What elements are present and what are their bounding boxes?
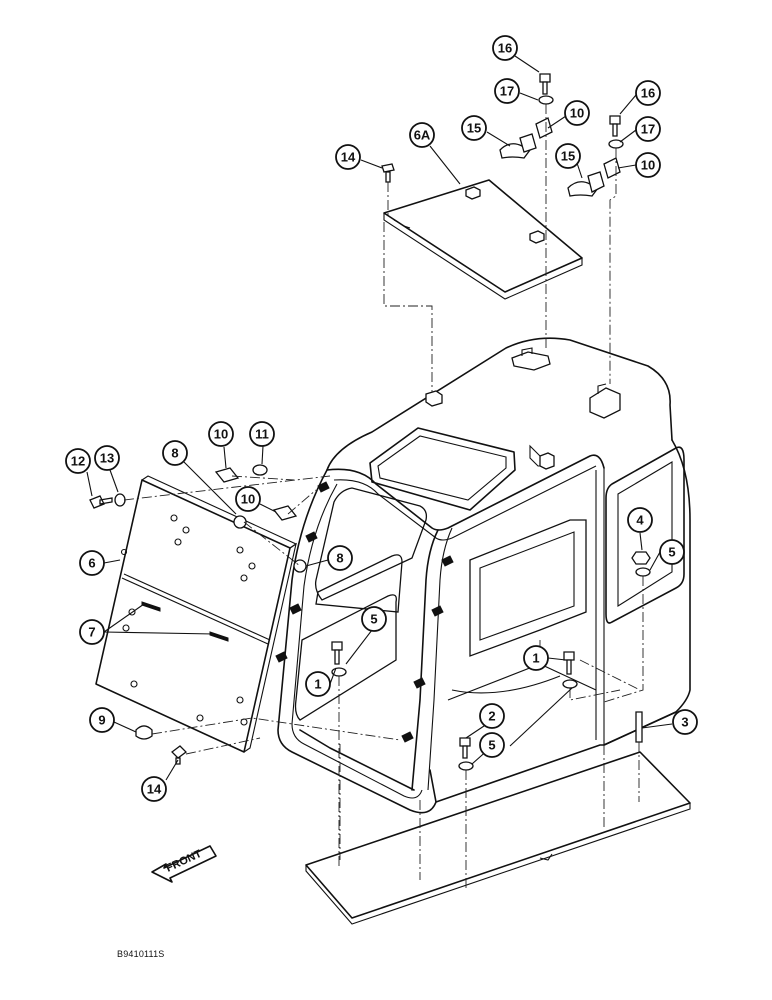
- callout-10-upper: 10: [564, 100, 590, 126]
- grommet-8-upper: [233, 515, 247, 529]
- bolt-1-right: [563, 651, 575, 675]
- bolt-14-lower: [171, 745, 187, 765]
- washer-5-right: [635, 567, 651, 577]
- washer-5-lower: [458, 761, 474, 771]
- callout-8-lower: 8: [327, 545, 353, 571]
- svg-text:6A: 6A: [414, 128, 431, 143]
- assembly-center-lines: [123, 104, 644, 890]
- glass-mounting-holes: [120, 514, 256, 726]
- bracket-10-right: [603, 157, 621, 179]
- svg-text:5: 5: [668, 545, 675, 560]
- callout-17-upper: 17: [494, 78, 520, 104]
- roof-latch-brackets: [511, 347, 621, 419]
- bolt-14-upper: [381, 163, 395, 183]
- callout-6: 6: [79, 550, 105, 576]
- callout-10-left-lower: 10: [235, 486, 261, 512]
- svg-text:9: 9: [98, 713, 105, 728]
- cab-floor-plate: [305, 751, 691, 925]
- washer-13: [114, 493, 126, 507]
- svg-text:13: 13: [100, 451, 114, 466]
- front-direction-arrow: FRONT: [151, 845, 217, 883]
- bolt-12: [89, 495, 113, 509]
- callout-5-lower: 5: [479, 732, 505, 758]
- callout-17-right: 17: [635, 116, 661, 142]
- stud-3: [635, 711, 643, 743]
- door-hinges: [275, 481, 454, 743]
- callout-1-left: 1: [305, 671, 331, 697]
- svg-text:17: 17: [641, 122, 655, 137]
- svg-text:14: 14: [147, 782, 162, 797]
- bracket-10-left-lower: [272, 505, 298, 521]
- latch-15-right: [567, 171, 605, 197]
- washer-17-upper: [538, 95, 554, 105]
- callout-5-right: 5: [659, 539, 685, 565]
- callout-11: 11: [249, 421, 275, 447]
- svg-text:4: 4: [636, 513, 644, 528]
- callout-15-right: 15: [555, 143, 581, 169]
- callout-14-lower: 14: [141, 776, 167, 802]
- callout-7: 7: [79, 619, 105, 645]
- callout-16-right: 16: [635, 80, 661, 106]
- svg-text:2: 2: [488, 709, 495, 724]
- svg-text:8: 8: [336, 551, 343, 566]
- callout-15-left: 15: [461, 115, 487, 141]
- front-window-glass: [95, 475, 298, 753]
- callout-4: 4: [627, 507, 653, 533]
- svg-text:16: 16: [641, 86, 655, 101]
- callout-3: 3: [672, 709, 698, 735]
- svg-text:17: 17: [500, 84, 514, 99]
- nut-4: [631, 551, 651, 565]
- svg-text:10: 10: [241, 492, 255, 507]
- bolt-16-upper: [539, 73, 551, 95]
- svg-text:1: 1: [314, 677, 321, 692]
- plug-9: [135, 725, 153, 740]
- svg-text:12: 12: [71, 454, 85, 469]
- callout-13: 13: [94, 445, 120, 471]
- callout-leaders: [86, 55, 673, 781]
- callout-12: 12: [65, 448, 91, 474]
- bolt-2: [459, 737, 471, 759]
- callout-2: 2: [479, 703, 505, 729]
- bracket-10-left-upper: [214, 467, 240, 483]
- callout-bubbles: 16 17 10 15 6A 14 16 17 15 10 8 10 11 12…: [65, 35, 698, 802]
- svg-text:3: 3: [681, 715, 688, 730]
- cab-body: [275, 337, 691, 814]
- drawing-code: B9410111S: [117, 949, 165, 959]
- callout-5-left: 5: [361, 606, 387, 632]
- washer-5-center: [562, 679, 578, 689]
- grommet-8-lower: [293, 559, 307, 573]
- callout-10-right: 10: [635, 152, 661, 178]
- svg-text:15: 15: [467, 121, 481, 136]
- callout-8-upper: 8: [162, 440, 188, 466]
- svg-text:15: 15: [561, 149, 575, 164]
- bolt-1-left: [331, 641, 343, 665]
- svg-text:10: 10: [570, 106, 584, 121]
- svg-text:10: 10: [641, 158, 655, 173]
- hardware-parts: [89, 73, 651, 771]
- svg-text:5: 5: [370, 612, 377, 627]
- svg-text:7: 7: [88, 625, 95, 640]
- svg-text:6: 6: [88, 556, 95, 571]
- callout-14-upper: 14: [335, 144, 361, 170]
- svg-text:8: 8: [171, 446, 178, 461]
- bolt-16-right: [609, 115, 621, 137]
- svg-text:14: 14: [341, 150, 356, 165]
- svg-text:1: 1: [532, 651, 539, 666]
- callout-6A: 6A: [409, 122, 435, 148]
- callout-10-left-upper: 10: [208, 421, 234, 447]
- svg-text:5: 5: [488, 738, 495, 753]
- nut-11: [252, 464, 268, 476]
- latch-15-left: [499, 133, 537, 159]
- callout-9: 9: [89, 707, 115, 733]
- svg-text:16: 16: [498, 41, 512, 56]
- svg-text:10: 10: [214, 427, 228, 442]
- roof-hatch-panel: [383, 179, 583, 300]
- svg-text:11: 11: [255, 427, 269, 442]
- bracket-10-upper: [535, 117, 553, 139]
- callout-1-right: 1: [523, 645, 549, 671]
- callout-16-upper: 16: [492, 35, 518, 61]
